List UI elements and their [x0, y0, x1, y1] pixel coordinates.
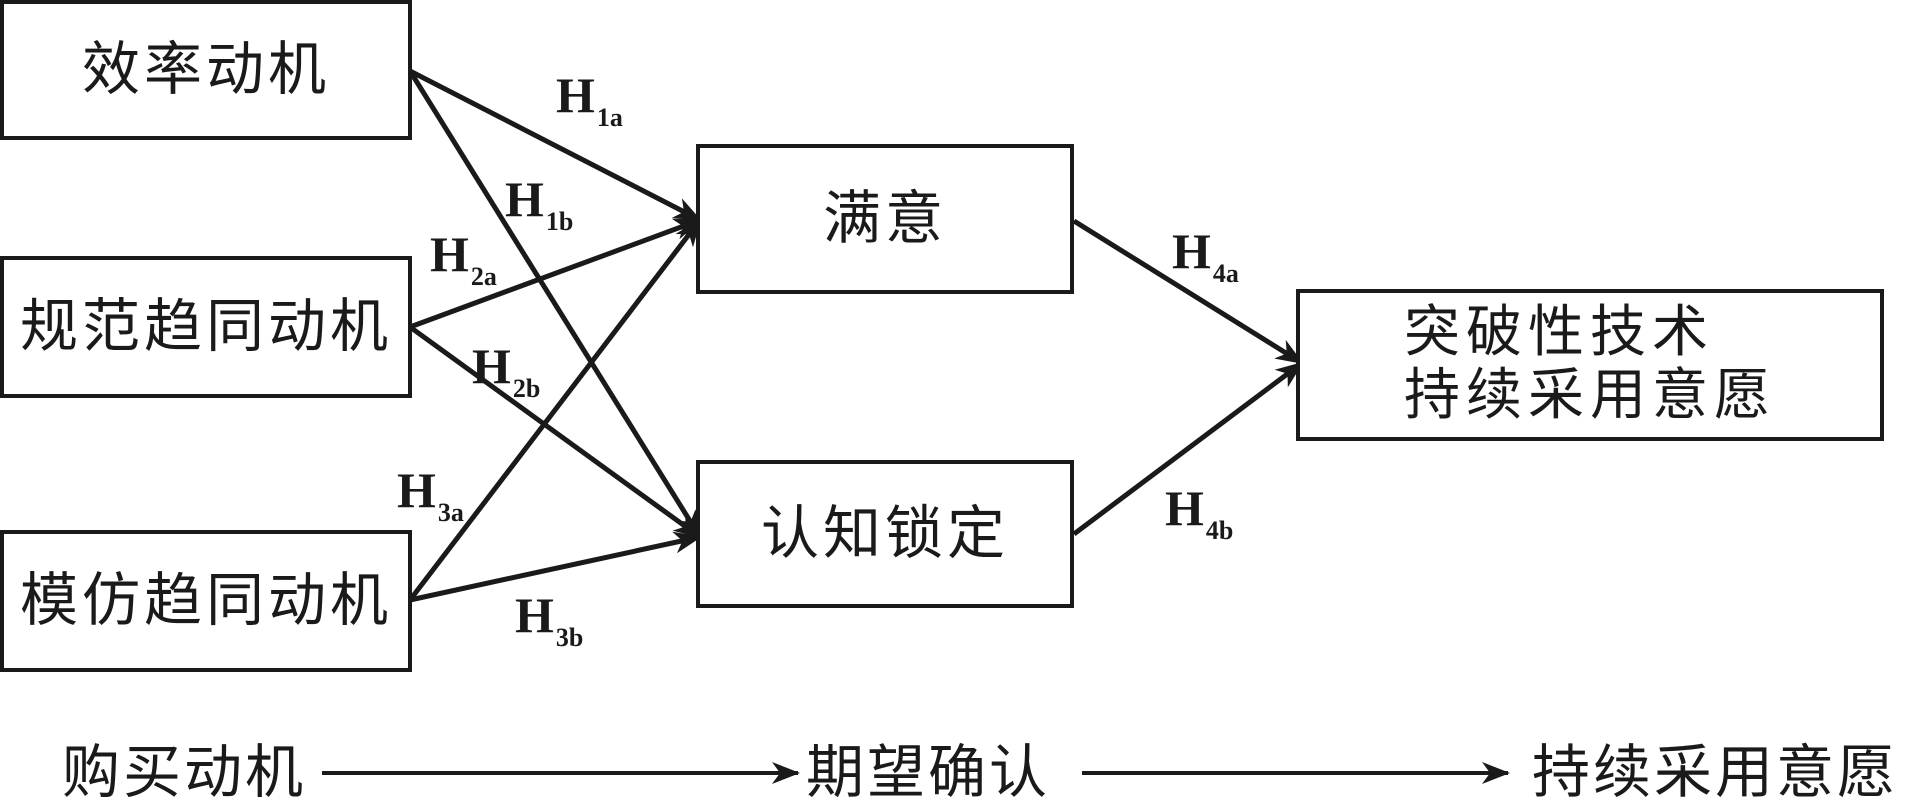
- hypothesis-h3b: H3b: [515, 587, 584, 652]
- arrow-h2a: [409, 217, 702, 330]
- normative-motive-box: 规范趋同动机: [0, 256, 412, 398]
- lock-in-label: 认知锁定: [760, 499, 1009, 568]
- arrow-h1a: [408, 68, 702, 223]
- arrow-h1b: [407, 69, 703, 539]
- satisfaction-box: 满意: [696, 144, 1074, 294]
- outcome-box: 突破性技术 持续采用意愿: [1296, 289, 1884, 441]
- stage-continuance-intention: 持续采用意愿: [1532, 738, 1899, 806]
- efficiency-motive-label: 效率动机: [81, 35, 330, 104]
- mimetic-motive-label: 模仿趋同动机: [19, 566, 392, 635]
- stage-expectation-confirmation: 期望确认: [806, 738, 1051, 806]
- hypothesis-h4b: H4b: [1165, 480, 1234, 545]
- hypothesis-h4a: H4a: [1172, 223, 1239, 288]
- efficiency-motive-box: 效率动机: [0, 0, 412, 140]
- arrow-h4a: [1072, 218, 1304, 366]
- hypothesis-h3a: H3a: [397, 462, 464, 527]
- arrow-h3b: [409, 531, 702, 603]
- outcome-label-line2: 持续采用意愿: [1404, 363, 1776, 428]
- arrow-h4b: [1072, 361, 1304, 536]
- outcome-label-line1: 突破性技术: [1404, 300, 1714, 366]
- hypothesis-h2a: H2a: [430, 226, 497, 291]
- hypothesis-h2b: H2b: [472, 338, 541, 403]
- stage-purchase-motive: 购买动机: [62, 738, 307, 806]
- normative-motive-label: 规范趋同动机: [19, 292, 392, 361]
- hypothesis-h1a: H1a: [556, 67, 623, 132]
- arrow-h3a: [408, 218, 702, 602]
- hypothesis-h1b: H1b: [505, 171, 574, 236]
- outcome-label: 突破性技术 持续采用意愿: [1404, 302, 1776, 427]
- satisfaction-label: 满意: [822, 184, 947, 253]
- arrow-h2b: [408, 324, 702, 540]
- mimetic-motive-box: 模仿趋同动机: [0, 530, 412, 672]
- lock-in-box: 认知锁定: [696, 460, 1074, 608]
